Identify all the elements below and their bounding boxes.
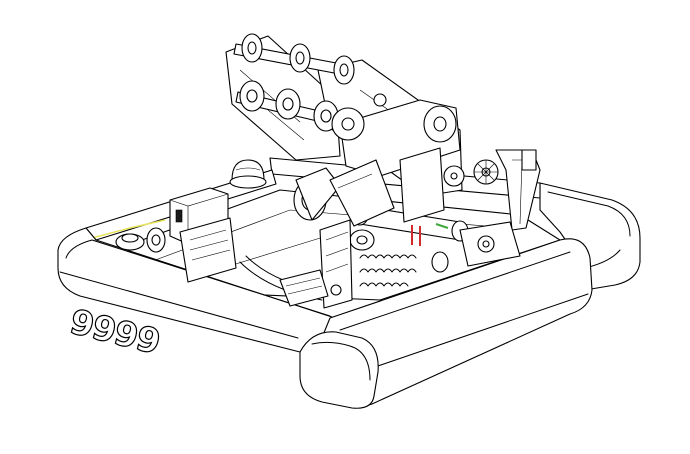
dome-light bbox=[229, 159, 267, 189]
middle-roller-shaft bbox=[235, 80, 339, 132]
yellow-wire bbox=[91, 219, 166, 239]
center-bracket bbox=[319, 219, 353, 309]
left-wheel-stack bbox=[115, 227, 166, 253]
upper-roller-shaft bbox=[233, 33, 355, 85]
right-support-strut bbox=[495, 149, 541, 231]
arm-lift-link bbox=[329, 159, 395, 227]
drive-motor-left bbox=[293, 167, 341, 221]
right-drive-module bbox=[431, 221, 521, 273]
drive-motor-right bbox=[349, 229, 375, 251]
green-wire bbox=[435, 223, 449, 229]
bumper-front-corner bbox=[299, 331, 379, 409]
coil-springs bbox=[359, 254, 417, 287]
bumper-front-right bbox=[311, 238, 593, 408]
side-gear-train bbox=[399, 147, 499, 223]
floor-motor-block bbox=[279, 269, 329, 307]
control-hub bbox=[179, 217, 237, 283]
bumper-right-side bbox=[539, 182, 641, 291]
